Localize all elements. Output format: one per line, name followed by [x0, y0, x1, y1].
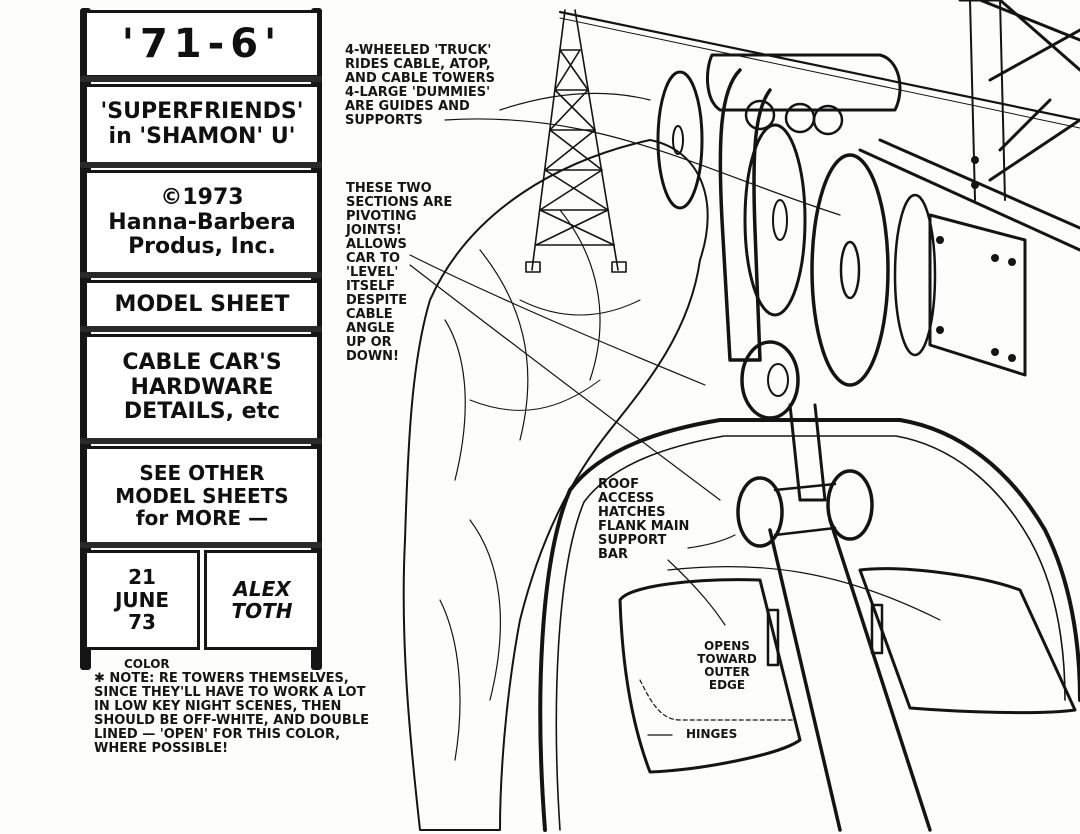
- rivet: [971, 156, 979, 164]
- guide-wheel: [893, 193, 937, 357]
- cabin-roof: [538, 418, 1080, 832]
- support-girder: [969, 0, 1006, 201]
- cable-tower: [525, 9, 627, 273]
- color-label: COLOR: [124, 657, 170, 671]
- leader-arrow: [687, 534, 736, 549]
- copyright-panel: ©1973 Hanna-Barbera Produs, Inc.: [84, 170, 320, 276]
- leader-arrow: [667, 559, 726, 626]
- rock-contour: [469, 299, 641, 411]
- pivot-axle: [773, 482, 837, 537]
- artist-panel: ALEX TOTH: [204, 550, 320, 650]
- truck-wheel: [784, 102, 816, 134]
- rivet: [971, 181, 979, 189]
- rivet: [991, 348, 999, 356]
- ladder-rung: [80, 438, 322, 444]
- opens-toward-annotation: OPENS TOWARD OUTER EDGE: [697, 639, 757, 692]
- sheet-type: MODEL SHEET: [114, 291, 290, 317]
- pivot-joint-annotation: THESE TWO SECTIONS are PIVOTING JOINTS! …: [346, 181, 453, 365]
- guide-wheel: [810, 153, 890, 387]
- pivot-joint-lower: [826, 469, 874, 541]
- support-girder: [958, 0, 1080, 182]
- see-other-sheets: SEE OTHER MODEL SHEETS for MORE —: [115, 461, 289, 531]
- leader-arrow: [639, 679, 796, 721]
- rivet: [1008, 258, 1016, 266]
- leader-arrow: [409, 254, 706, 386]
- ladder-rung: [80, 76, 322, 82]
- leader-arrow: [499, 92, 651, 111]
- truck-wheel: [744, 99, 776, 131]
- copyright-notice: ©1973 Hanna-Barbera Produs, Inc.: [108, 185, 296, 260]
- roof-hatch-annotation: ROOF ACCESS HATCHES FLANK MAIN SUPPORT B…: [598, 477, 690, 563]
- show-title-panel: 'SUPERFRIENDS' in 'SHAMON' U': [84, 84, 320, 166]
- sheet-subject: CABLE CAR'S HARDWARE DETAILS, etc: [122, 350, 282, 425]
- ladder-rung: [80, 542, 322, 548]
- cabin-roof-edge: [555, 435, 1066, 831]
- color-note: ✱ NOTE: RE TOWERS THEMSELVES, SINCE THEY…: [94, 671, 369, 757]
- rock-contour: [439, 209, 601, 761]
- roof-hatch-left: [618, 578, 802, 774]
- show-title: 'SUPERFRIENDS' in 'SHAMON' U': [100, 99, 304, 149]
- guide-wheel: [743, 123, 807, 317]
- guide-wheel: [656, 70, 704, 210]
- haul-cable: [559, 17, 1080, 129]
- sheet-date: 21 JUNE 73: [114, 565, 170, 635]
- cable-shroud: [858, 138, 1080, 252]
- haul-cable: [558, 10, 1080, 122]
- ladder-rung: [80, 326, 322, 332]
- leader-arrow: [444, 118, 841, 216]
- truck-housing: [706, 53, 902, 112]
- sheet-type-panel: MODEL SHEET: [84, 280, 320, 330]
- subject-panel: CABLE CAR'S HARDWARE DETAILS, etc: [84, 334, 320, 442]
- guide-wheel-hub: [839, 240, 861, 300]
- guide-wheel-hub: [672, 125, 684, 155]
- ladder-rung: [80, 162, 322, 168]
- rivet: [1008, 354, 1016, 362]
- hatch-hinge: [766, 608, 780, 667]
- hinges-annotation: HINGES: [686, 727, 738, 741]
- support-bar: [788, 403, 827, 502]
- main-support-bar: [768, 518, 932, 832]
- truck-annotation: 4-WHEELED 'TRUCK' RIDES CABLE, ATOP, and…: [345, 43, 495, 129]
- guide-wheel-hub: [772, 199, 788, 241]
- ladder-rung: [80, 272, 322, 278]
- side-plate: [928, 213, 1027, 377]
- truck-wheel: [812, 104, 844, 136]
- leader-arrow: [667, 565, 941, 621]
- hatch-hinge: [870, 603, 884, 655]
- date-panel: 21 JUNE 73: [84, 550, 200, 650]
- rivet: [936, 236, 944, 244]
- leader-arrow: [409, 264, 721, 501]
- artist-signature: ALEX TOTH: [231, 576, 293, 623]
- rock-outcrop: [402, 139, 709, 831]
- production-number: '71-6': [121, 20, 283, 67]
- rivet: [991, 254, 999, 262]
- roof-hatch-right: [858, 567, 1077, 715]
- rivet: [936, 326, 944, 334]
- pivot-joint-upper-hub: [767, 363, 789, 397]
- pivot-joint-lower: [736, 476, 784, 548]
